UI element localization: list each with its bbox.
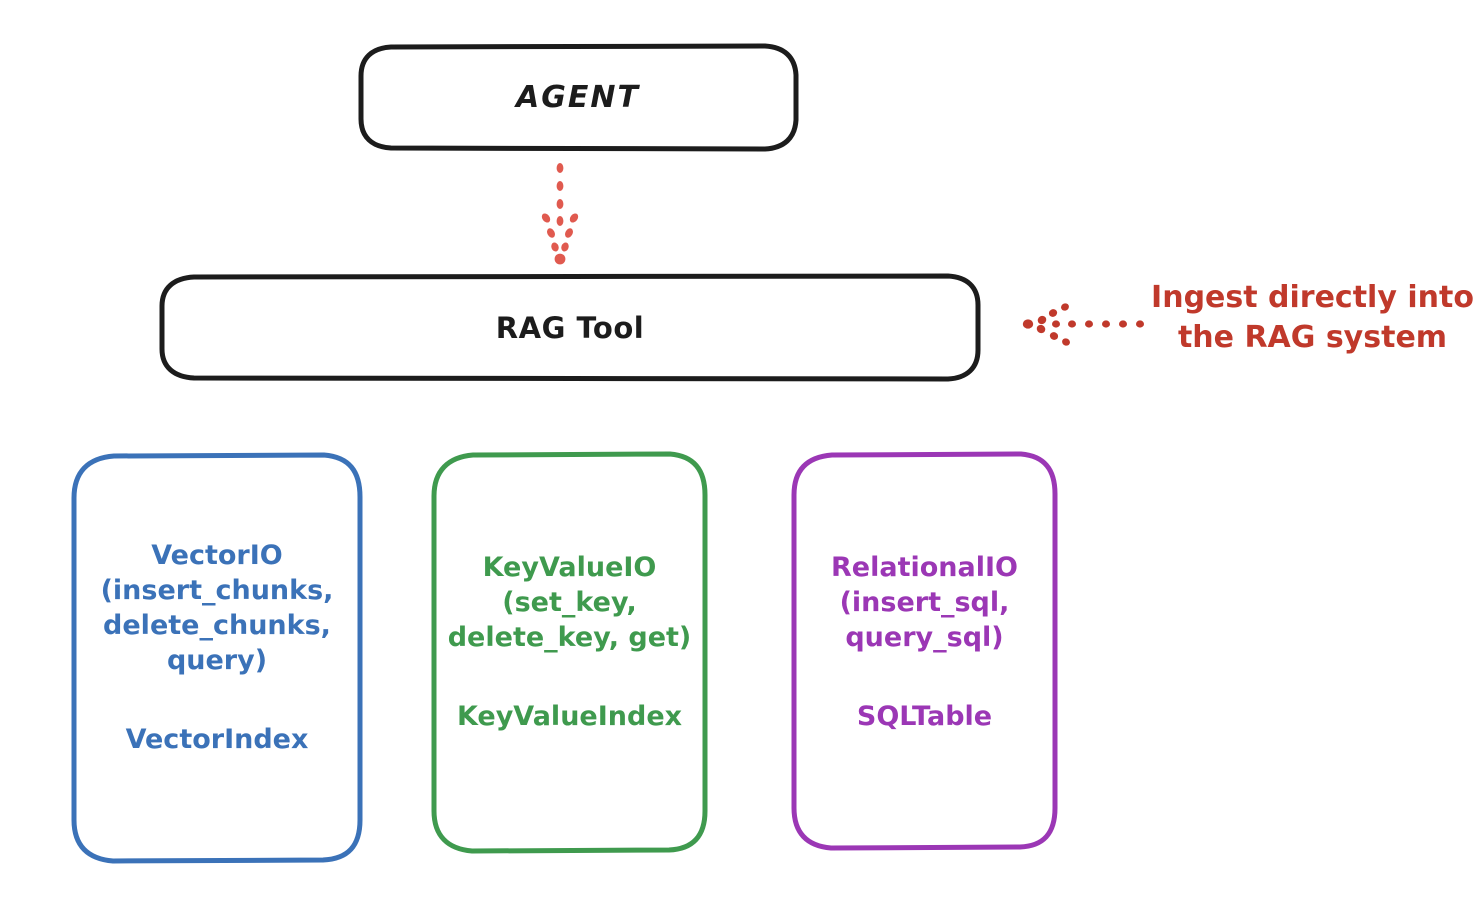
node-relational-io[interactable]: RelationalIO (insert_sql, query_sql) SQL… — [788, 450, 1061, 853]
ingest-annotation-text: Ingest directly into the RAG system — [1151, 280, 1474, 355]
relational-io-index-label: SQLTable — [856, 701, 993, 733]
node-rag-tool[interactable]: RAG Tool — [156, 272, 984, 383]
relational-io-api-label: RelationalIO (insert_sql, query_sql) — [831, 552, 1018, 654]
vector-io-api-label: VectorIO (insert_chunks, delete_chunks, … — [100, 540, 334, 677]
node-agent[interactable]: AGENT — [355, 42, 801, 153]
node-vector-io[interactable]: VectorIO (insert_chunks, delete_chunks, … — [68, 450, 366, 866]
rag-tool-label: RAG Tool — [495, 310, 645, 345]
dotted-down-arrow-icon — [541, 163, 579, 265]
dotted-left-arrow-icon — [1022, 303, 1144, 346]
node-key-value-io[interactable]: KeyValueIO (set_key, delete_key, get) Ke… — [428, 450, 711, 856]
vector-io-index-label: VectorIndex — [125, 724, 309, 756]
key-value-io-api-label: KeyValueIO (set_key, delete_key, get) — [447, 552, 692, 654]
agent-label: AGENT — [516, 80, 640, 115]
key-value-io-index-label: KeyValueIndex — [456, 701, 683, 733]
